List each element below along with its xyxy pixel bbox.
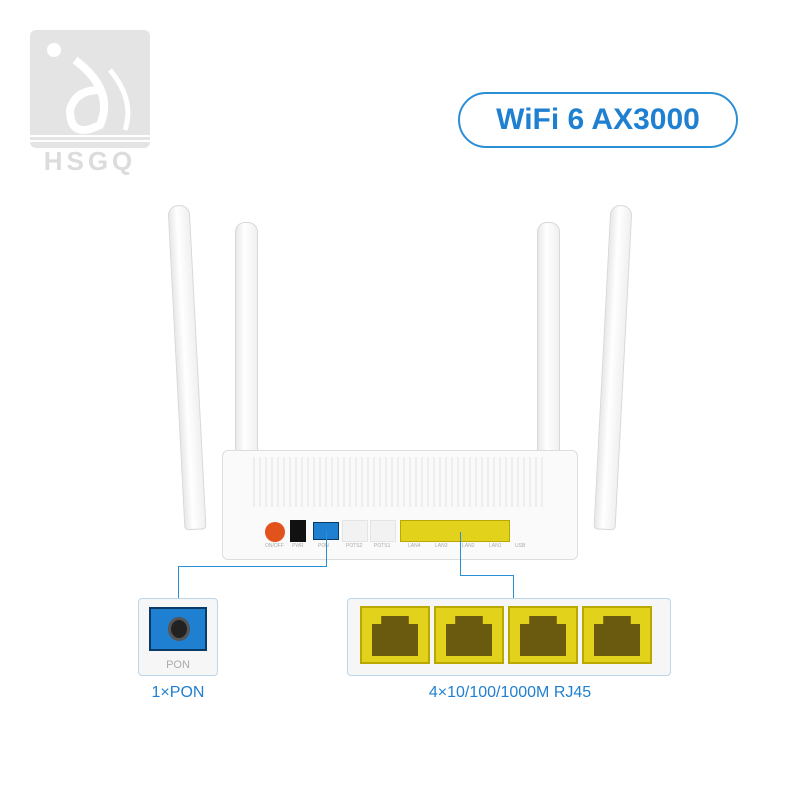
port-label: LAN2	[462, 543, 475, 549]
port-label: POTS2	[346, 543, 363, 549]
pots-port	[370, 520, 396, 542]
port-label: PON	[318, 543, 329, 549]
port-label: LAN3	[435, 543, 448, 549]
lan-port-icon	[582, 606, 652, 664]
brand-name: HSGQ	[43, 146, 137, 176]
pon-box-label: PON	[166, 659, 190, 671]
antenna	[167, 204, 207, 531]
product-badge: WiFi 6 AX3000	[458, 92, 738, 148]
callout-line	[326, 532, 327, 567]
pon-port-icon	[149, 607, 207, 651]
lan-port-icon	[360, 606, 430, 664]
logo-swirl-icon	[30, 43, 150, 142]
lan-caption: 4×10/100/1000M RJ45	[428, 684, 592, 701]
power-jack	[290, 520, 306, 542]
callout-line	[460, 532, 461, 576]
power-button	[265, 522, 285, 542]
pon-caption: 1×PON	[151, 684, 205, 701]
lan-port-icon	[508, 606, 578, 664]
port-label: ON/OFF	[265, 543, 284, 549]
callout-line	[513, 575, 514, 598]
antenna	[593, 204, 633, 531]
port-label: LAN4	[408, 543, 421, 549]
callout-line	[178, 566, 327, 567]
pots-port	[342, 520, 368, 542]
pon-detail-box: PON	[138, 598, 218, 676]
port-label: LAN1	[489, 543, 502, 549]
callout-line	[460, 575, 514, 576]
lan-ports	[400, 520, 510, 542]
port-label: PWR	[292, 543, 304, 549]
port-label: USB	[515, 543, 526, 549]
brand-logo	[30, 30, 150, 148]
lan-port-icon	[434, 606, 504, 664]
callout-line	[178, 566, 179, 598]
port-label: POTS1	[374, 543, 391, 549]
